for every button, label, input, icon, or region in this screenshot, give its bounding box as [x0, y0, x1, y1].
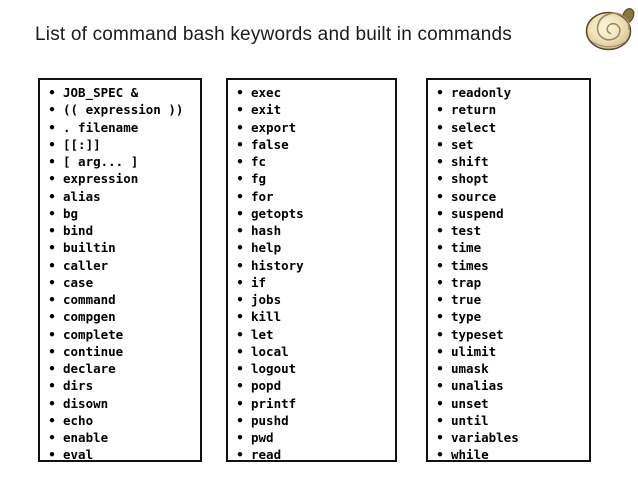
- keywords-box-3: readonlyreturnselectsetshiftshoptsources…: [426, 78, 591, 462]
- keyword-item: . filename: [48, 119, 198, 136]
- keyword-item: umask: [436, 360, 587, 377]
- keyword-item: read: [236, 446, 393, 463]
- keyword-item: hash: [236, 222, 393, 239]
- keywords-box-1: JOB_SPEC &(( expression )). filename[[:]…: [38, 78, 202, 462]
- keyword-item: command: [48, 291, 198, 308]
- keywords-box-2: execexitexportfalsefcfgforgetoptshashhel…: [226, 78, 397, 462]
- keyword-item: return: [436, 101, 587, 118]
- keyword-item: history: [236, 257, 393, 274]
- keyword-item: pushd: [236, 412, 393, 429]
- keyword-item: printf: [236, 395, 393, 412]
- keyword-item: (( expression )): [48, 101, 198, 118]
- keyword-item: bg: [48, 205, 198, 222]
- keyword-item: builtin: [48, 239, 198, 256]
- keyword-item: fg: [236, 170, 393, 187]
- keyword-item: echo: [48, 412, 198, 429]
- keyword-item: time: [436, 239, 587, 256]
- keyword-list-1: JOB_SPEC &(( expression )). filename[[:]…: [40, 80, 200, 464]
- keyword-item: help: [236, 239, 393, 256]
- keyword-item: let: [236, 326, 393, 343]
- keyword-item: trap: [436, 274, 587, 291]
- keyword-item: declare: [48, 360, 198, 377]
- keyword-item: true: [436, 291, 587, 308]
- keyword-item: variables: [436, 429, 587, 446]
- bash-spiral-shell-icon: [585, 4, 635, 52]
- keyword-item: disown: [48, 395, 198, 412]
- keyword-item: getopts: [236, 205, 393, 222]
- keyword-item: readonly: [436, 84, 587, 101]
- keyword-list-2: execexitexportfalsefcfgforgetoptshashhel…: [228, 80, 395, 464]
- keyword-item: shopt: [436, 170, 587, 187]
- keyword-item: for: [236, 188, 393, 205]
- keyword-item: continue: [48, 343, 198, 360]
- keyword-item: [ arg... ]: [48, 153, 198, 170]
- keyword-item: fc: [236, 153, 393, 170]
- keyword-item: source: [436, 188, 587, 205]
- keyword-item: expression: [48, 170, 198, 187]
- keyword-item: popd: [236, 377, 393, 394]
- keyword-item: unalias: [436, 377, 587, 394]
- keyword-item: while: [436, 446, 587, 463]
- keyword-item: [[:]]: [48, 136, 198, 153]
- keyword-item: set: [436, 136, 587, 153]
- keyword-item: suspend: [436, 205, 587, 222]
- keyword-item: shift: [436, 153, 587, 170]
- keyword-item: bind: [48, 222, 198, 239]
- keyword-item: jobs: [236, 291, 393, 308]
- keyword-item: case: [48, 274, 198, 291]
- keyword-item: enable: [48, 429, 198, 446]
- keyword-item: complete: [48, 326, 198, 343]
- slide-title: List of command bash keywords and built …: [35, 24, 512, 45]
- keyword-item: exec: [236, 84, 393, 101]
- keyword-item: typeset: [436, 326, 587, 343]
- keyword-item: local: [236, 343, 393, 360]
- keyword-item: until: [436, 412, 587, 429]
- keyword-item: eval: [48, 446, 198, 463]
- keyword-item: compgen: [48, 308, 198, 325]
- keyword-item: ulimit: [436, 343, 587, 360]
- keyword-item: select: [436, 119, 587, 136]
- keyword-item: logout: [236, 360, 393, 377]
- keyword-item: times: [436, 257, 587, 274]
- keyword-item: false: [236, 136, 393, 153]
- keyword-item: export: [236, 119, 393, 136]
- keyword-item: caller: [48, 257, 198, 274]
- keyword-item: if: [236, 274, 393, 291]
- keyword-list-3: readonlyreturnselectsetshiftshoptsources…: [428, 80, 589, 464]
- keyword-item: kill: [236, 308, 393, 325]
- keyword-item: unset: [436, 395, 587, 412]
- keyword-item: exit: [236, 101, 393, 118]
- keyword-item: type: [436, 308, 587, 325]
- keyword-item: JOB_SPEC &: [48, 84, 198, 101]
- keyword-item: dirs: [48, 377, 198, 394]
- keyword-item: pwd: [236, 429, 393, 446]
- keyword-item: test: [436, 222, 587, 239]
- keyword-item: alias: [48, 188, 198, 205]
